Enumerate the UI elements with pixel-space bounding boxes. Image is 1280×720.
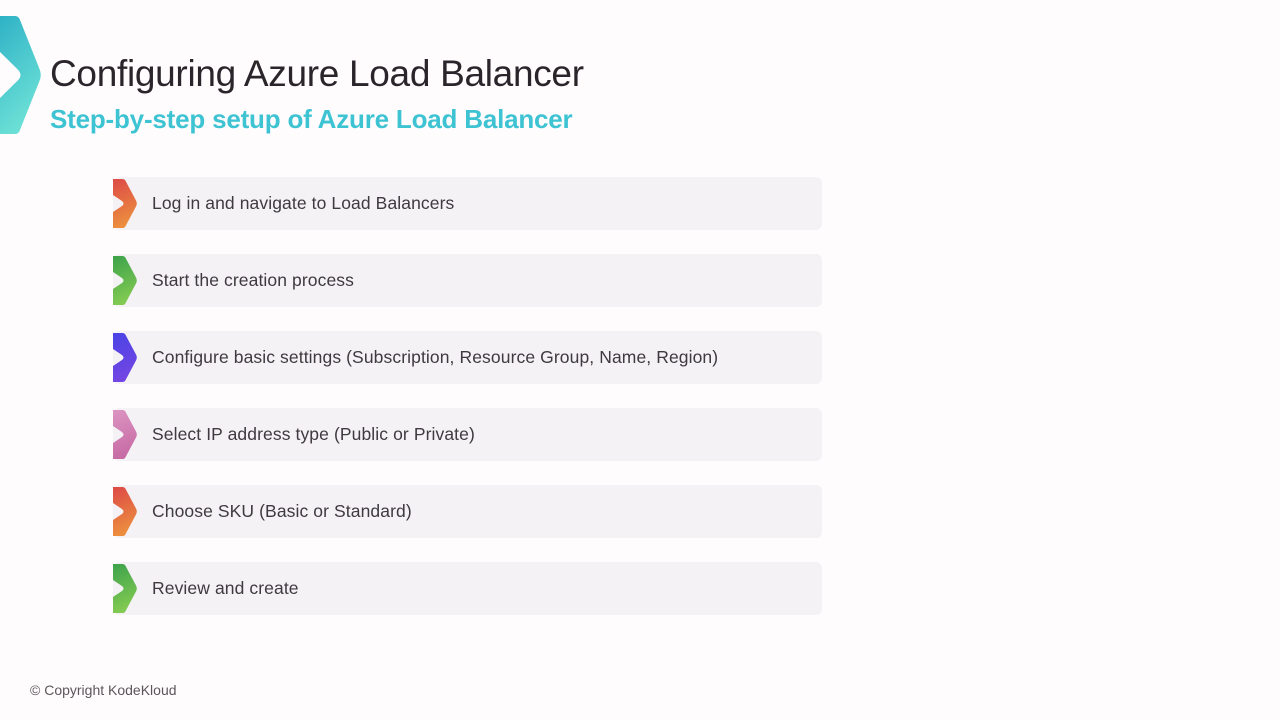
chevron-right-icon	[113, 564, 137, 613]
copyright-footer: © Copyright KodeKloud	[30, 682, 177, 698]
kodekloud-chevron-logo	[0, 16, 41, 134]
step-label: Choose SKU (Basic or Standard)	[152, 501, 412, 521]
chevron-right-icon	[113, 256, 137, 305]
list-item: Log in and navigate to Load Balancers	[113, 177, 822, 230]
list-item: Choose SKU (Basic or Standard)	[113, 485, 822, 538]
step-list: Log in and navigate to Load Balancers St…	[113, 177, 822, 639]
step-label: Configure basic settings (Subscription, …	[152, 347, 719, 367]
step-label: Select IP address type (Public or Privat…	[152, 424, 475, 444]
list-item: Review and create	[113, 562, 822, 615]
step-label: Start the creation process	[152, 270, 355, 290]
chevron-right-icon	[113, 333, 137, 382]
step-label: Review and create	[152, 578, 299, 598]
chevron-right-icon	[113, 179, 137, 228]
slide-header: Configuring Azure Load Balancer Step-by-…	[50, 53, 584, 135]
list-item: Configure basic settings (Subscription, …	[113, 331, 822, 384]
list-item: Start the creation process	[113, 254, 822, 307]
list-item: Select IP address type (Public or Privat…	[113, 408, 822, 461]
page-title: Configuring Azure Load Balancer	[50, 53, 584, 94]
chevron-right-icon	[113, 487, 137, 536]
chevron-right-icon	[113, 410, 137, 459]
step-label: Log in and navigate to Load Balancers	[152, 193, 455, 213]
page-subtitle: Step-by-step setup of Azure Load Balance…	[50, 103, 573, 134]
